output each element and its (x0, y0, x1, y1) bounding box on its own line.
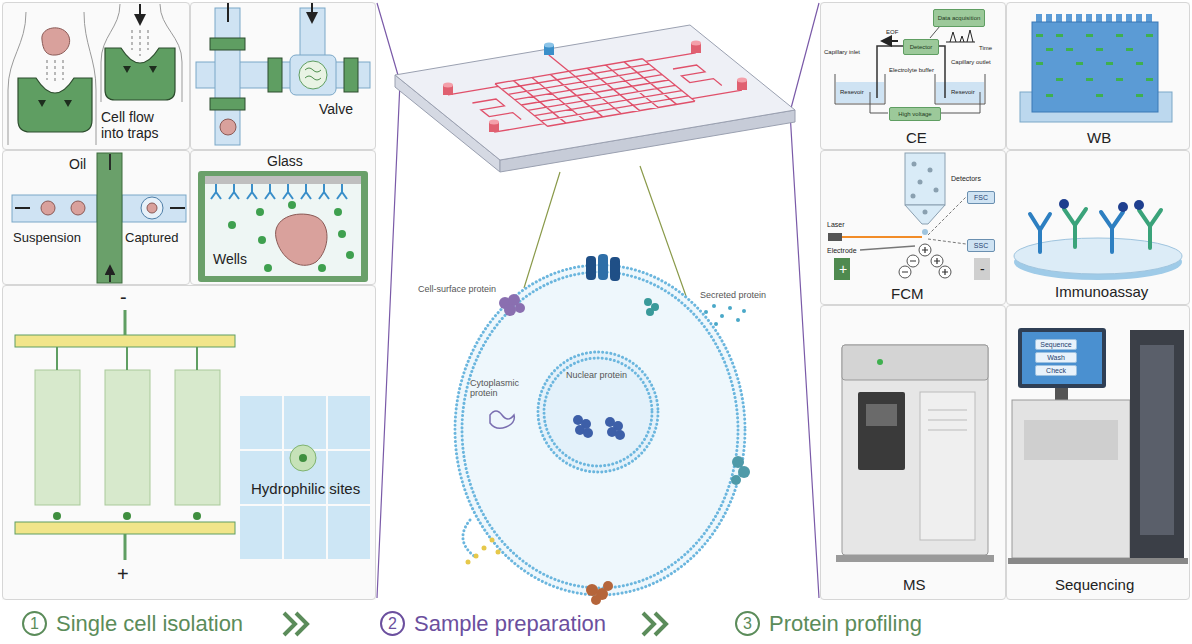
screen-button: Sequence (1035, 339, 1077, 350)
panel-text: FCM (891, 285, 924, 302)
sequencer-figure (1008, 328, 1188, 564)
wb-panel: WB (1006, 2, 1190, 150)
panel-text: Capillary outlet (951, 59, 991, 66)
ce-panel: EOF Capillary inletCapillary outletElectr… (820, 2, 1006, 150)
ms-figure (836, 345, 994, 562)
step-name: Single cell isolation (56, 611, 243, 636)
protein-label: Secreted protein (700, 290, 766, 300)
panel-text: Resevoir (951, 89, 975, 96)
panel-text: CE (906, 129, 927, 146)
step-number: 2 (380, 611, 405, 636)
chip-figure (377, 3, 819, 598)
fcm-figure (828, 153, 990, 280)
electrode-panel: - + Hydrophilic sites (2, 285, 376, 600)
panel-text: Cell flow into traps (101, 109, 171, 141)
panel-text: Electrode (827, 247, 857, 255)
step-label: 3 Protein profiling (735, 611, 922, 636)
panel-text: Laser (827, 221, 845, 229)
droplet-figure (12, 153, 186, 283)
box-text: Check (1046, 367, 1066, 374)
panel-text: - (120, 286, 127, 309)
trap-panel: Cell flow into traps (2, 2, 190, 150)
step-number: 1 (22, 611, 47, 636)
immunoassay-panel: Immunoassay (1006, 150, 1190, 305)
panel-text: Wells (213, 251, 247, 267)
fcm-panel: LaserElectrode Detectors + - FCM FSC SSC (820, 150, 1006, 305)
step-label: 1 Single cell isolation (22, 611, 243, 636)
ms-panel: MS (820, 305, 1006, 600)
panel-text: Capillary inlet (824, 49, 860, 56)
panel-text: Immunoassay (1055, 283, 1148, 300)
panel-text: Valve (319, 101, 353, 117)
screen-button: Wash (1035, 352, 1077, 363)
panel-text: MS (903, 576, 926, 593)
protein-label: Cell-surface protein (418, 284, 496, 294)
detector-box: Detector (903, 39, 939, 55)
protein-label: Nuclear protein (566, 370, 627, 380)
panel-text: + (117, 563, 129, 586)
panel-text: Sequencing (1055, 576, 1134, 593)
panel-text: Hydrophilic sites (251, 480, 360, 497)
box-text: SSC (974, 242, 988, 249)
droplet-panel: OilSuspension Captured (2, 150, 190, 285)
box-text: Data acquisition (938, 15, 981, 21)
box-text: FSC (974, 194, 988, 201)
panel-text: - (980, 261, 985, 277)
box-text: High voltage (898, 111, 931, 117)
sequencing-panel: Sequencing SequenceWashCheck (1006, 305, 1190, 600)
panel-text: Detectors (951, 175, 981, 183)
wb-figure (1020, 14, 1172, 122)
well-panel: GlassWells (190, 150, 376, 285)
detector-box: SSC (967, 239, 995, 252)
panel-text: Resevoir (840, 89, 864, 96)
panel-text: Time (979, 45, 992, 52)
box-text: Sequence (1040, 341, 1072, 348)
trap-figure (8, 4, 182, 145)
cell-figure (455, 254, 750, 605)
immunoassay-figure (1014, 199, 1182, 280)
step-number: 3 (735, 611, 760, 636)
panel-ground (2, 2, 1190, 600)
panel-text: Oil (69, 156, 86, 172)
panel-text: EOF (886, 29, 898, 36)
panel-text: Glass (267, 153, 303, 169)
step-name: Sample preparation (414, 611, 606, 636)
acquisition-box: Data acquisition (933, 9, 985, 27)
valve-panel: Valve (190, 2, 376, 150)
panel-text: + (839, 261, 847, 277)
screen-button: Check (1035, 365, 1077, 376)
box-text: Wash (1047, 354, 1065, 361)
ce-figure (835, 26, 985, 113)
box-text: Detector (910, 44, 933, 50)
well-figure (198, 171, 368, 282)
panel-text: Captured (125, 231, 178, 246)
valve-figure (196, 2, 370, 145)
panel-text: Suspension (13, 231, 81, 246)
step-name: Protein profiling (769, 611, 922, 636)
panel-text: WB (1087, 129, 1111, 146)
detector-box: FSC (967, 191, 995, 204)
step-label: 2 Sample preparation (380, 611, 606, 636)
electrode-figure (15, 310, 370, 560)
voltage-box: High voltage (889, 107, 941, 121)
protein-label: Cytoplasmic protein (470, 378, 526, 399)
panel-text: Electrolyte buffer (889, 67, 934, 74)
